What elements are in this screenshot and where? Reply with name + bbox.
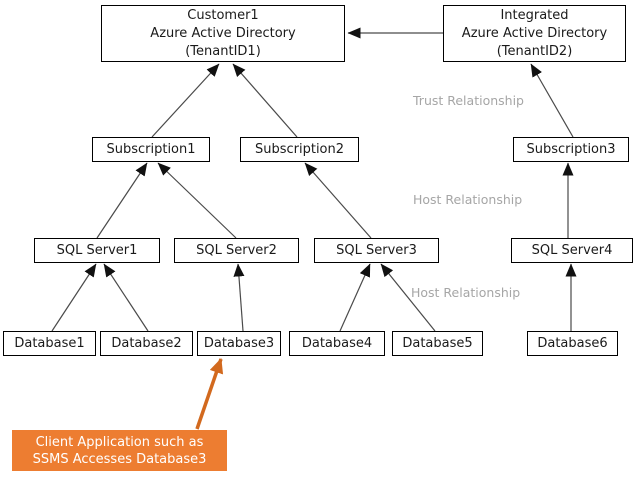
node-subscription3: Subscription3 (513, 137, 629, 162)
edge-sql-server2-to-subscription1 (157, 162, 237, 239)
edge-database1-to-sql-server1 (51, 263, 97, 332)
node-subscription1: Subscription1 (92, 137, 210, 162)
edge-subscription2-to-customer1-aad (232, 63, 298, 138)
edge-subscription3-to-integrated-aad (530, 63, 574, 138)
node-sql-server2: SQL Server2 (174, 238, 299, 263)
node-sql-server3: SQL Server3 (314, 238, 439, 263)
edge-database2-to-sql-server1 (103, 263, 149, 332)
edge-database3-to-sql-server2 (233, 263, 245, 332)
node-database4: Database4 (289, 331, 385, 356)
edge-database4-to-sql-server3 (339, 263, 371, 332)
node-customer1-aad: Customer1 Azure Active Directory (Tenant… (101, 5, 345, 62)
edge-callout-to-database3 (195, 358, 224, 430)
label-host-relationship-1: Host Relationship (413, 192, 523, 207)
node-integrated-aad: Integrated Azure Active Directory (Tenan… (443, 5, 626, 62)
node-subscription2: Subscription2 (240, 137, 359, 162)
label-trust-relationship: Trust Relationship (413, 93, 524, 108)
node-database6: Database6 (527, 331, 618, 356)
node-database5: Database5 (392, 331, 483, 356)
edge-sql-server3-to-subscription2 (304, 162, 372, 239)
node-database2: Database2 (100, 331, 193, 356)
node-sql-server4: SQL Server4 (511, 238, 633, 263)
label-host-relationship-2: Host Relationship (411, 285, 521, 300)
node-sql-server1: SQL Server1 (34, 238, 160, 263)
edge-sql-server1-to-subscription1 (96, 162, 148, 239)
node-database1: Database1 (3, 331, 96, 356)
node-database3: Database3 (197, 331, 281, 356)
callout-client-application: Client Application such as SSMS Accesses… (12, 430, 227, 471)
edge-subscription1-to-customer1-aad (151, 63, 220, 138)
